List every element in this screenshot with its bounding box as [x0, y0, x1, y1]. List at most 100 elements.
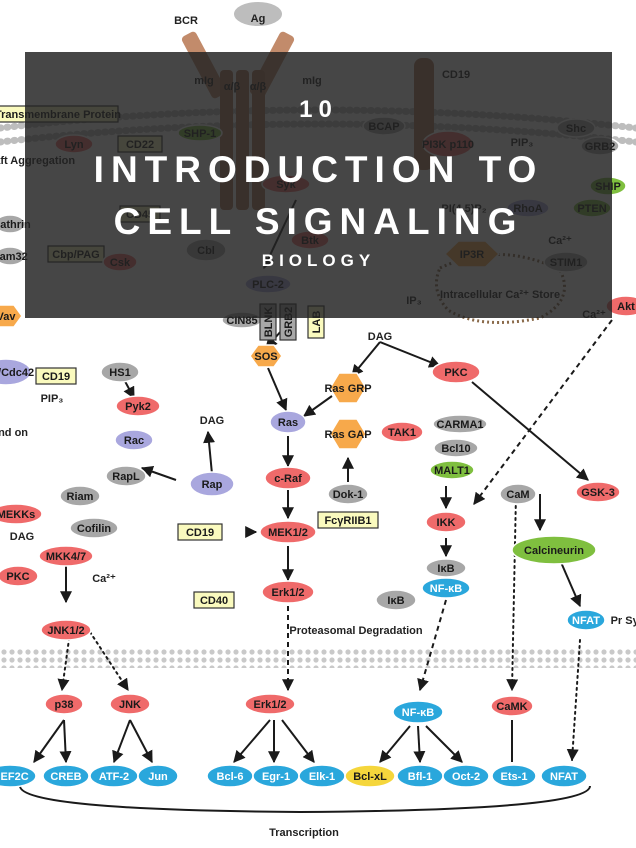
ca2-low-label: Ca²⁺	[92, 573, 116, 585]
dag-3-label: DAG	[10, 531, 34, 543]
oct2-shape	[442, 764, 490, 788]
sos-shape	[249, 344, 283, 368]
dok1-label: Dok-1	[333, 489, 364, 501]
node-proteasomal: Proteasomal Degradation	[289, 625, 423, 637]
camk-label: CaMK	[496, 701, 527, 713]
node-cofilin: Cofilin	[69, 517, 119, 539]
node-pyk2: Pyk2	[115, 395, 161, 417]
node-erk12-nuc: Erk1/2	[244, 693, 296, 715]
node-dag-2: DAG	[200, 415, 224, 427]
chapter-number: 10	[299, 96, 338, 123]
nfkb-shape	[421, 577, 471, 599]
carma1-label: CARMA1	[436, 419, 483, 431]
cofilin-shape	[69, 517, 119, 539]
tak1-shape	[380, 421, 424, 443]
node-bcl10: Bcl10	[433, 438, 479, 458]
pkc-left-shape	[0, 565, 39, 587]
node-cd19-left: CD19	[35, 367, 77, 385]
p38-shape	[44, 693, 84, 715]
rasgap-shape	[329, 418, 367, 450]
craf-label: c-Raf	[274, 473, 302, 485]
node-cd40: CD40	[193, 591, 235, 609]
mef2c-shape	[0, 764, 37, 788]
node-nfat: NFAT	[566, 609, 606, 631]
node-malt1: MALT1	[429, 460, 475, 480]
node-camk: CaMK	[490, 695, 534, 717]
malt1-label: MALT1	[434, 465, 470, 477]
nfkb-nuc-shape	[392, 700, 444, 724]
node-gsk3: GSK-3	[575, 481, 621, 503]
node-rasgap: Ras GAP	[324, 418, 372, 450]
cd19-mid-shape	[177, 523, 223, 541]
erk12-nuc-label: Erk1/2	[253, 699, 286, 711]
ikb-label: IκB	[437, 563, 454, 575]
node-jnk12: JNK1/2	[40, 619, 92, 641]
mkk47-label: MKK4/7	[46, 551, 86, 563]
rap-label: Rap	[202, 479, 223, 491]
node-mek12: MEK1/2	[259, 520, 317, 544]
node-dag-1: DAG	[368, 331, 392, 343]
hs1-shape	[100, 361, 140, 383]
node-jun: Jun	[137, 764, 179, 788]
node-clathrin: Clathrin	[0, 214, 31, 234]
egr1-label: Egr-1	[262, 771, 290, 783]
mef2c-label: MEF2C	[0, 771, 29, 783]
node-akt: Akt	[605, 295, 636, 317]
rasgap-label: Ras GAP	[324, 429, 371, 441]
cin85-label: CIN85	[226, 315, 257, 327]
node-transcription: Transcription	[269, 827, 339, 839]
gsk3-shape	[575, 481, 621, 503]
node-ca2-low: Ca²⁺	[92, 573, 116, 585]
cd40-shape	[193, 591, 235, 609]
camk-shape	[490, 695, 534, 717]
rasgrp-label: Ras GRP	[324, 383, 371, 395]
mekks-label: MEKKs	[0, 509, 35, 521]
title-card: 10 INTRODUCTION TO CELL SIGNALING BIOLOG…	[25, 52, 612, 318]
rapl-shape	[105, 465, 147, 487]
fcgriib1-label: FcγRIIB1	[324, 515, 371, 527]
bcl6-label: Bcl-6	[217, 771, 244, 783]
cam-shape	[499, 483, 537, 505]
cd19-mid-label: CD19	[186, 527, 214, 539]
erk12-label: Erk1/2	[271, 587, 304, 599]
node-ikk: IKK	[425, 511, 467, 533]
fcgriib1-shape	[317, 511, 379, 529]
rac-c42-shape	[0, 358, 32, 386]
node-fcgriib1: FcγRIIB1	[317, 511, 379, 529]
node-elk1: Elk-1	[298, 764, 346, 788]
pkc-label: PKC	[444, 367, 467, 379]
vav-label: Vav	[0, 311, 16, 323]
node-ikb-free: IκB	[375, 589, 417, 611]
node-mkk47: MKK4/7	[38, 545, 94, 567]
calcineurin-label: Calcineurin	[524, 545, 584, 557]
oct2-label: Oct-2	[452, 771, 480, 783]
node-mef2c: MEF2C	[0, 764, 37, 788]
node-pr-syn: Pr Syn	[611, 615, 636, 627]
node-rac-c42: Rac/Cdc42	[0, 358, 34, 386]
node-creb: CREB	[42, 764, 90, 788]
node-ag: Ag	[251, 13, 266, 25]
riam-label: Riam	[67, 491, 94, 503]
rapl-label: RapL	[112, 471, 140, 483]
vav-shape	[0, 304, 23, 328]
node-pkc-left: PKC	[0, 565, 39, 587]
node-erk12: Erk1/2	[261, 580, 315, 604]
node-atf2: ATF-2	[89, 764, 139, 788]
cd19-left-shape	[35, 367, 77, 385]
and-on-label: and on	[0, 427, 28, 439]
elk1-label: Elk-1	[309, 771, 335, 783]
ag-label: Ag	[251, 13, 266, 25]
pyk2-label: Pyk2	[125, 401, 151, 413]
tak1-label: TAK1	[388, 427, 416, 439]
bclxl-shape	[344, 764, 396, 788]
rac-shape	[114, 429, 154, 451]
node-mekks: MEKKs	[0, 503, 43, 525]
node-pip3-left: PIP₃	[41, 393, 64, 405]
node-nfkb-nuc: NF-κB	[392, 700, 444, 724]
nfkb-nuc-label: NF-κB	[402, 707, 434, 719]
node-ikb: IκB	[425, 558, 467, 578]
ras-label: Ras	[278, 417, 298, 429]
node-rap: Rap	[189, 471, 235, 497]
node-bcr: BCR	[174, 15, 198, 27]
ikb-free-label: IκB	[387, 595, 404, 607]
